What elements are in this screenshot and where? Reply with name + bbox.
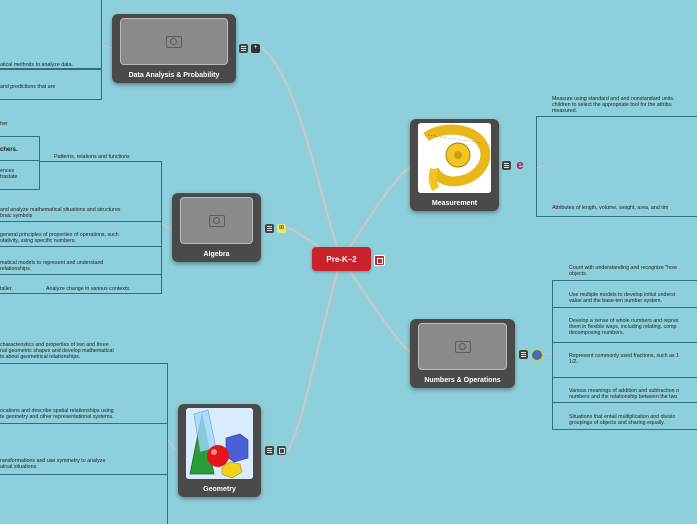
topic-text: and analyze mathematical situations and …	[0, 207, 121, 213]
menu-icon[interactable]	[239, 44, 248, 53]
node-label: Numbers & Operations	[424, 377, 501, 384]
node-algebra[interactable]: Algebra	[172, 193, 261, 262]
divider	[0, 274, 161, 275]
topic-text: groupings of objects and sharing equally…	[569, 420, 665, 426]
topic-box	[0, 161, 162, 294]
note-icon[interactable]	[277, 446, 286, 455]
chart-icon: +	[251, 44, 260, 53]
topic-text: 1/2.	[569, 359, 578, 365]
topic-text: relationships.	[0, 266, 32, 272]
divider	[552, 342, 697, 343]
topic-text: Situations that entail multiplication an…	[569, 414, 676, 420]
globe-icon	[531, 349, 543, 361]
topic-text: them in flexible ways, including relatin…	[569, 324, 677, 330]
topic-text: characteristics and properties of two an…	[0, 342, 109, 348]
topic-text: her	[0, 121, 8, 127]
topic-text: te geometry and other representational s…	[0, 414, 114, 420]
topic-text: utativity, using specific numbers.	[0, 238, 76, 244]
measuring-tape-image	[418, 123, 491, 193]
topic-text: ocations and describe spatial relationsh…	[0, 408, 114, 414]
image-placeholder	[418, 323, 507, 370]
tape-measure-icon	[418, 123, 491, 193]
camera-icon	[208, 214, 225, 227]
topic-text: traslate	[0, 174, 18, 180]
divider	[0, 423, 168, 424]
topic-box	[552, 280, 697, 430]
divider	[552, 402, 697, 403]
divider	[552, 307, 697, 308]
topic-text: ransformations and use symmetry to analy…	[0, 458, 106, 464]
node-measurement[interactable]: Measurement	[410, 119, 499, 211]
divider	[552, 377, 697, 378]
menu-icon[interactable]	[502, 161, 511, 170]
topic-text: taller.	[0, 286, 13, 292]
letter-badge: e	[516, 157, 524, 172]
topic-text: chers.	[0, 147, 18, 153]
node-data-analysis[interactable]: Data Analysis & Probability	[112, 14, 236, 83]
topic-text: Represent commonly used fractions, such …	[569, 353, 680, 359]
topic-box	[0, 69, 102, 100]
topic-text: Use multiple models to develop initial u…	[569, 292, 676, 298]
topic-box	[536, 116, 697, 217]
topic-text: Count with understanding and recognize "…	[569, 265, 677, 271]
topic-text: braic symbols	[0, 213, 33, 219]
topic-box	[0, 136, 40, 190]
node-label: Geometry	[203, 486, 236, 493]
topic-text: matical models to represent and understa…	[0, 260, 104, 266]
root-label: Pre-K–2	[326, 254, 357, 264]
root-node[interactable]: Pre-K–2	[312, 247, 371, 271]
topic-text: Patterns, relations and functions	[54, 154, 130, 160]
topic-text: children to select the appropriate tool …	[552, 102, 672, 108]
topic-text: measured.	[552, 108, 578, 114]
menu-icon[interactable]	[519, 350, 528, 359]
geometry-image	[186, 408, 253, 479]
topic-text: general principles of properties of oper…	[0, 232, 119, 238]
topic-text: Measure using standard and and nonstanda…	[552, 96, 675, 102]
node-geometry[interactable]: Geometry	[178, 404, 261, 497]
shapes-icon	[186, 408, 253, 479]
topic-text: Various meanings of addition and subtrac…	[569, 388, 680, 394]
divider	[0, 474, 168, 475]
topic-text: objects.	[569, 271, 588, 277]
camera-icon	[166, 35, 182, 48]
node-label: Measurement	[431, 200, 478, 207]
connector	[40, 161, 162, 162]
topic-text: Analyze change in various contexts.	[46, 286, 131, 292]
topic-text: atical methods to analyze data.	[0, 62, 74, 68]
external-link-icon[interactable]	[374, 255, 385, 266]
topic-text: Develop a sense of whole numbers and rep…	[569, 318, 679, 324]
topic-text: numbers and the relationship between the…	[569, 394, 678, 400]
divider	[0, 160, 40, 161]
topic-box	[0, 363, 168, 524]
image-placeholder	[180, 197, 253, 244]
topic-text: ences	[0, 168, 15, 174]
topic-text: ts about geometrical relationships.	[0, 354, 81, 360]
menu-icon[interactable]	[265, 446, 274, 455]
topic-text: value and the base-ten number system.	[569, 298, 663, 304]
topic-box	[0, 0, 102, 69]
topic-text: Attributes of length, volume, weight, ar…	[552, 205, 669, 211]
image-placeholder	[120, 18, 228, 65]
node-label: Algebra	[203, 251, 230, 258]
topic-text: and predictions that are	[0, 84, 56, 90]
grid-icon: ⊞	[277, 224, 286, 233]
menu-icon[interactable]	[265, 224, 274, 233]
divider	[0, 246, 161, 247]
topic-text: decomposing numbers.	[569, 330, 625, 336]
node-numbers-operations[interactable]: Numbers & Operations	[410, 319, 515, 388]
divider	[0, 221, 161, 222]
topic-text: atical situations.	[0, 464, 38, 470]
topic-text: nal geometric shapes and develop mathema…	[0, 348, 114, 354]
camera-icon	[454, 340, 471, 353]
node-label: Data Analysis & Probability	[128, 72, 220, 79]
